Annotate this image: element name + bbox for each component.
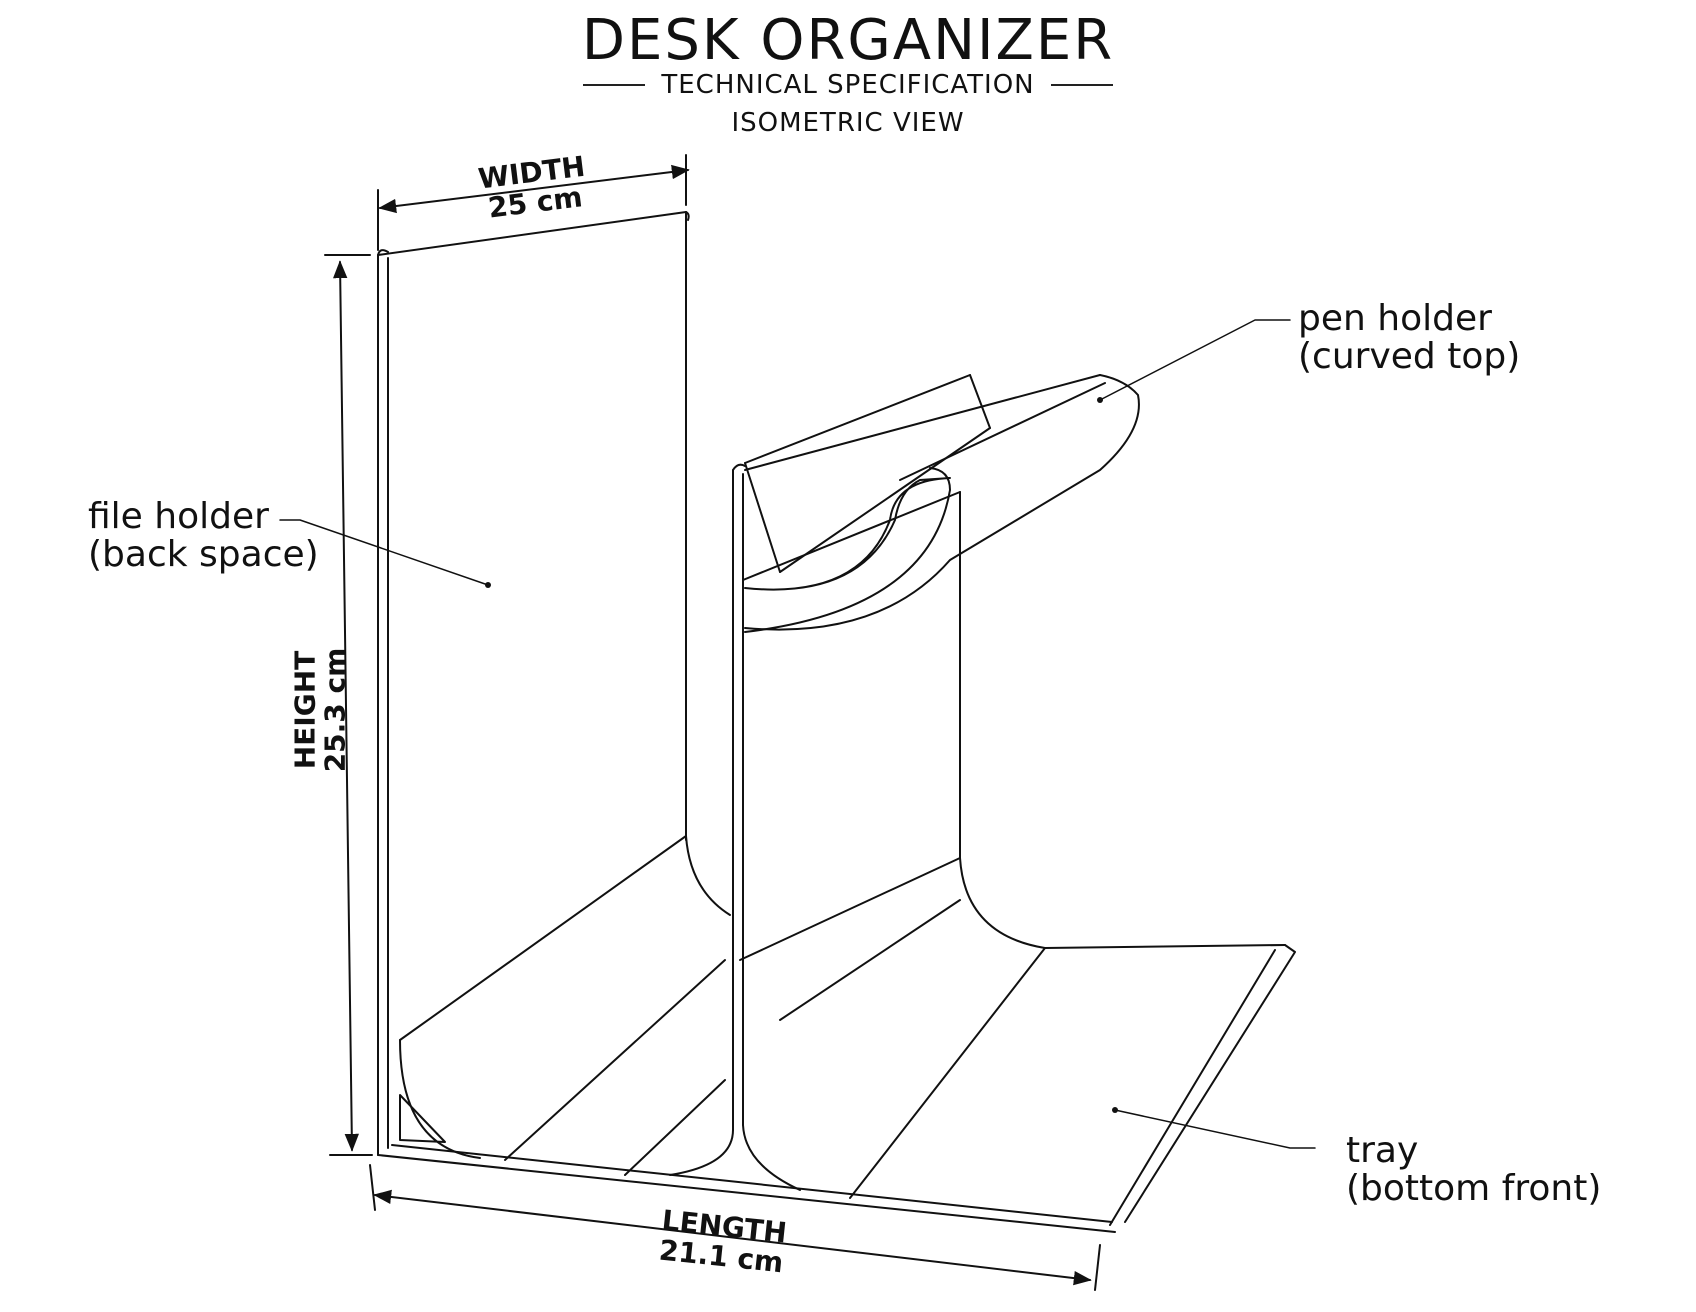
tray-dot — [1112, 1107, 1118, 1113]
pen-holder-dot — [1097, 397, 1103, 403]
length-dimension-label: LENGTH 21.1 cm — [657, 1204, 789, 1280]
length-ext-left — [369, 1164, 376, 1211]
pen-holder — [744, 374, 1140, 633]
subtitle-rule-right — [1050, 84, 1113, 86]
file-holder-line2: (back space) — [88, 534, 319, 575]
width-dim-line — [378, 164, 690, 214]
height-dim-line — [333, 260, 359, 1152]
leader-dots — [485, 397, 1118, 1113]
height-dimension-label: HEIGHT 25.3 cm — [288, 647, 352, 773]
diagram-title: DESK ORGANIZER — [581, 8, 1115, 73]
pen-holder-line1: pen holder — [1298, 298, 1492, 339]
width-dimension-label: WIDTH 25 cm — [476, 150, 591, 225]
tray-line1: tray — [1346, 1130, 1419, 1171]
diagram-subtitle: TECHNICAL SPECIFICATION — [661, 70, 1035, 100]
height-value: 25.3 cm — [318, 647, 352, 773]
subtitle-rule-left — [583, 84, 646, 86]
file-holder-dot — [485, 582, 491, 588]
tray-line2: (bottom front) — [1346, 1168, 1602, 1209]
pen-holder-label: pen holder (curved top) — [1298, 300, 1520, 376]
view-label: ISOMETRIC VIEW — [731, 108, 965, 138]
back-panel — [377, 211, 690, 1156]
tray-leader — [1114, 1109, 1316, 1149]
dimension-lines — [324, 154, 1101, 1291]
file-holder-leader — [279, 519, 489, 586]
file-holder-line1: file holder — [88, 496, 269, 537]
front-wall — [742, 491, 1046, 949]
pen-holder-leader — [1099, 319, 1291, 401]
height-name: HEIGHT — [288, 650, 322, 770]
length-ext-right — [1094, 1244, 1101, 1291]
pen-holder-line2: (curved top) — [1298, 336, 1521, 377]
left-trough — [399, 835, 731, 1176]
file-holder-label: file holder (back space) — [88, 498, 319, 574]
tray — [739, 857, 1296, 1226]
subtitle-row: TECHNICAL SPECIFICATION — [0, 70, 1696, 100]
leader-lines — [279, 319, 1316, 1149]
length-dim-line — [373, 1189, 1092, 1286]
divider-wall — [669, 463, 801, 1191]
tray-label: tray (bottom front) — [1346, 1132, 1601, 1208]
